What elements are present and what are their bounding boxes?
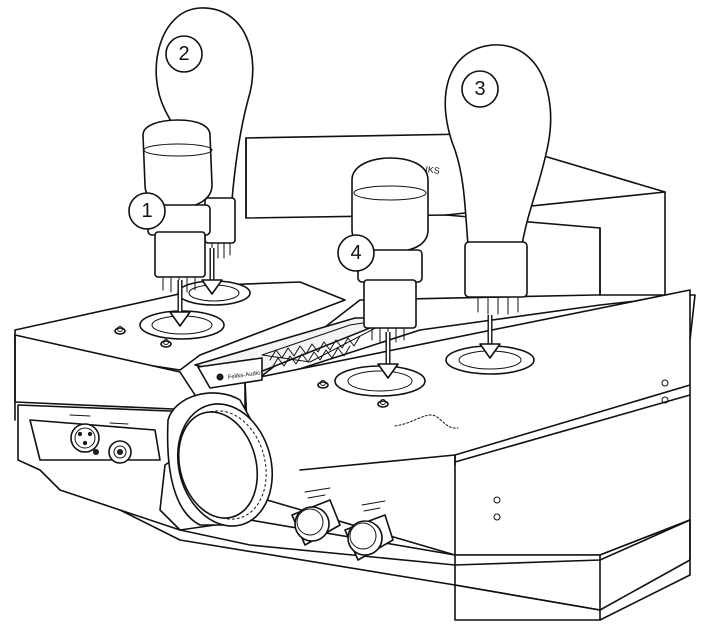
chassis-screws bbox=[114, 326, 389, 408]
tube-socket-4[interactable] bbox=[334, 365, 426, 397]
amplifier-chassis bbox=[14, 281, 696, 621]
control-knob-impedance[interactable] bbox=[291, 487, 341, 546]
svg-text:2: 2 bbox=[178, 43, 189, 65]
brand-plate: Feliks-Audio bbox=[197, 357, 263, 389]
control-knob-input[interactable] bbox=[344, 500, 394, 561]
callout-1: 1 bbox=[128, 192, 166, 230]
brand-logo: Feliks-Audio bbox=[227, 370, 261, 381]
insert-arrow-2 bbox=[201, 248, 223, 295]
callout-2: 2 bbox=[165, 35, 203, 73]
callout-4: 4 bbox=[337, 234, 375, 272]
svg-text:3: 3 bbox=[474, 78, 485, 100]
svg-text:IKS: IKS bbox=[425, 164, 441, 176]
callout-3: 3 bbox=[461, 70, 499, 108]
svg-text:4: 4 bbox=[350, 242, 361, 264]
insert-arrow-3 bbox=[479, 315, 501, 359]
svg-text:1: 1 bbox=[141, 200, 152, 222]
wave-logo bbox=[394, 414, 459, 429]
volume-knob[interactable] bbox=[165, 392, 286, 537]
insert-arrow-4 bbox=[377, 332, 399, 379]
tube-socket-1[interactable] bbox=[139, 310, 225, 340]
transformer-cover: IKS bbox=[245, 133, 666, 306]
insert-arrow-1 bbox=[169, 280, 191, 327]
tube-4[interactable] bbox=[351, 157, 429, 343]
